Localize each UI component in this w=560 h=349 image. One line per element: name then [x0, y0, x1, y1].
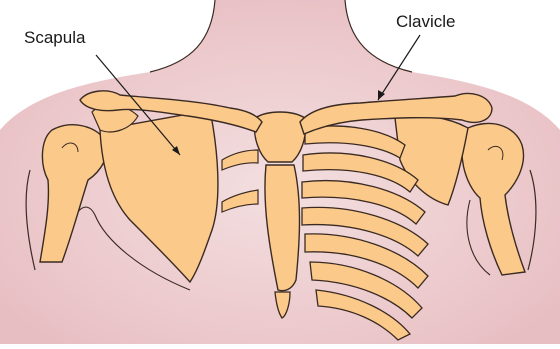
- scapula-label: Scapula: [24, 28, 85, 48]
- sternum-manubrium: [254, 112, 305, 162]
- clavicle-label: Clavicle: [396, 12, 456, 32]
